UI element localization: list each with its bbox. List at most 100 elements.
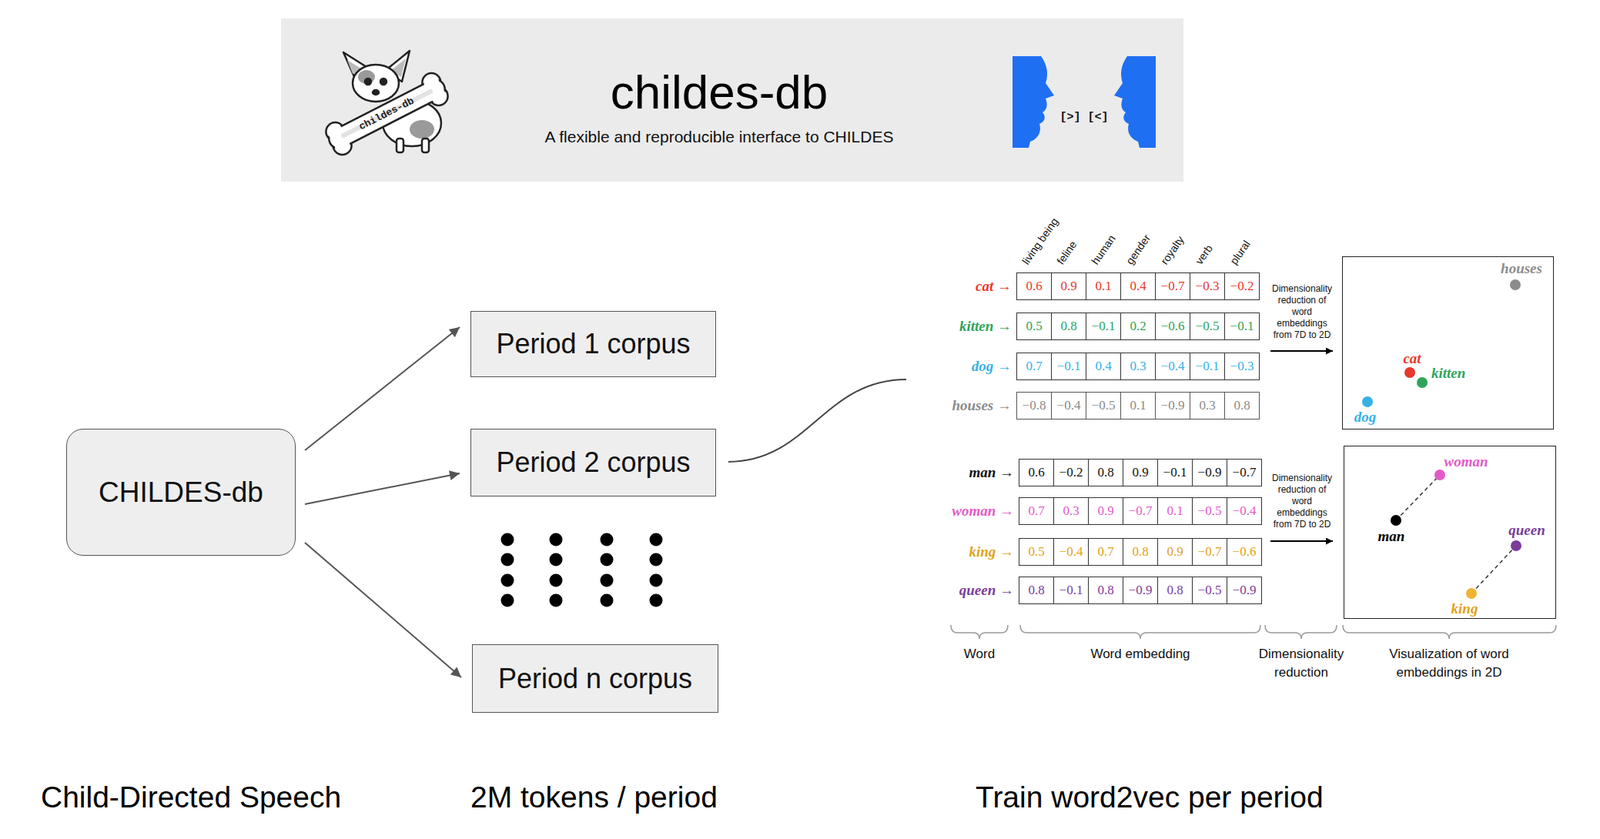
flow-arrow [304,327,460,451]
table-cell: 0.3 [1053,497,1089,526]
table-cell: −0.1 [1053,576,1089,605]
row-word: king → [968,543,1015,561]
plot-dots [1395,475,1440,521]
table-cell: −0.7 [1154,272,1191,301]
table-cell: −0.4 [1053,538,1089,566]
table-cell: 0.8 [1087,576,1124,605]
cell-value: 0.4 [1129,278,1146,295]
cell-value: 0.8 [1097,465,1114,481]
cell-value: 0.3 [1198,398,1216,414]
cell-value: 0.7 [1097,544,1114,560]
table-cell: −0.4 [1051,391,1087,420]
cell-value: 0.1 [1129,398,1146,414]
cell-value: −0.1 [1195,358,1220,375]
ellipsis-dots [649,533,663,547]
cell-value: −0.4 [1161,358,1185,375]
cell-value: 0.1 [1166,503,1183,519]
banner-title: childes-db [610,64,829,120]
point-label: kitten [1431,364,1466,382]
cell-value: −0.7 [1232,465,1257,481]
plot-dots [1509,279,1521,291]
flow-arrow [304,542,462,678]
table-cell: 0.8 [1122,538,1159,566]
table-cell: −0.9 [1191,458,1228,487]
table-cell: 0.6 [1018,458,1055,487]
dog-logo [380,78,387,85]
cell-value: 0.8 [1027,582,1045,599]
ellipsis-dots [649,553,663,567]
corpus-box: Period 2 corpus [470,428,717,497]
plot-dots [1466,588,1477,600]
ellipsis-dots [501,533,515,547]
ellipsis-dots [501,553,515,567]
cell-value: −0.5 [1198,582,1222,599]
cell-value: −0.4 [1232,503,1257,519]
row-word: queen → [959,582,1015,600]
table-cell: −0.6 [1226,538,1262,566]
talking-faces-icon [1114,56,1156,148]
cell-value: −0.5 [1198,503,1222,519]
cell-value: 0.2 [1129,318,1146,335]
table-cell: 0.9 [1157,538,1193,566]
plot-dots [1362,279,1522,600]
table-cell: 0.2 [1120,312,1156,341]
ellipsis-dots [501,574,515,588]
ellipsis-dots [549,553,563,567]
plot-frame: housescatkittendog [1342,256,1554,430]
table-cell: −0.4 [1226,497,1262,526]
plot-dots [1390,515,1402,526]
cell-value: 0.9 [1166,544,1183,560]
cell-value: −0.3 [1230,358,1255,375]
plot-dots [1434,469,1446,481]
table-cell: 0.8 [1018,576,1055,605]
cell-value: 0.8 [1060,318,1077,335]
dog-logo [327,123,343,140]
table-cell: −0.1 [1085,312,1122,341]
stage-caption: 2M tokens / period [470,780,718,815]
dog-logo [352,64,399,102]
ellipsis-dots [649,594,663,608]
cell-value: −0.6 [1161,318,1185,335]
table-cell: 0.3 [1189,391,1226,420]
row-word: cat → [975,277,1012,295]
cell-value: 0.8 [1233,398,1250,414]
dog-logo [334,137,351,154]
ellipsis-dots [501,594,515,608]
corpus-label: Period 2 corpus [495,446,690,479]
table-cell: −0.3 [1224,352,1260,381]
cell-value: 0.8 [1097,582,1114,599]
leader-curve [728,379,907,462]
braces [1265,625,1337,640]
table-cell: −0.4 [1154,352,1191,381]
table-cell: 0.4 [1120,272,1156,301]
column-header: feline [1054,238,1080,268]
table-cell: 0.9 [1051,272,1087,301]
cell-value: −0.9 [1161,398,1185,414]
cell-value: −0.7 [1198,544,1222,560]
cell-value: 0.9 [1131,465,1149,481]
table-cell: 0.9 [1087,497,1124,526]
cell-value: −0.9 [1198,465,1222,481]
cell-value: 0.6 [1027,465,1045,481]
cell-value: 0.3 [1062,503,1079,519]
cell-value: 0.3 [1129,358,1146,375]
reduction-note: Dimensionality reduction of word embeddi… [1267,283,1337,342]
ellipsis-dots [600,574,614,588]
table-cell: −0.7 [1226,458,1262,487]
ellipsis-dots [501,533,663,608]
banner-panel: childes-db A flexible and reproducible in… [281,18,1184,182]
table-cell: 0.7 [1016,352,1052,381]
cell-value: 0.1 [1094,278,1112,295]
icon-text: [>] [<] [1059,110,1108,124]
cell-value: −0.6 [1232,544,1257,560]
table-cell: 0.1 [1085,272,1122,301]
point-label: dog [1354,408,1377,426]
plot-dots [1416,377,1428,389]
cell-value: 0.8 [1131,544,1149,560]
banner-subtitle: A flexible and reproducible interface to… [545,127,894,147]
column-header: human [1088,232,1118,268]
table-cell: −0.7 [1122,497,1159,526]
bracket-label: Dimensionality reduction [1251,645,1352,683]
table-cell: −0.9 [1122,576,1159,605]
corpus-label: Period n corpus [498,662,693,696]
